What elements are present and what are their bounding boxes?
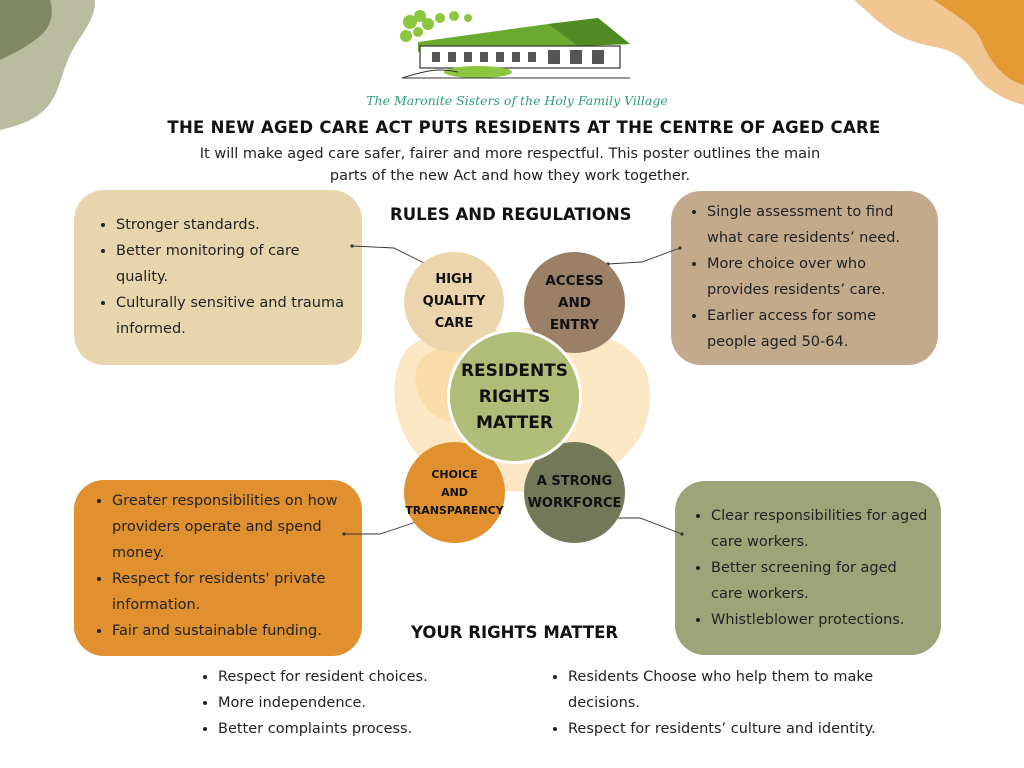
- circle-label: ENTRY: [549, 316, 600, 333]
- workforce-box: Clear responsibilities for aged care wor…: [675, 481, 941, 655]
- access-list: Single assessment to find what care resi…: [685, 199, 924, 355]
- access-box: Single assessment to find what care resi…: [671, 191, 938, 365]
- choice-list: Greater responsibilities on how provider…: [90, 488, 352, 644]
- list-item: Respect for resident choices.: [218, 664, 518, 690]
- circle-label: RIGHTS: [478, 386, 551, 407]
- list-item: Better complaints process.: [218, 716, 518, 742]
- circle-label: MATTER: [475, 412, 554, 433]
- connector-choice: [344, 517, 429, 535]
- intro-text: It will make aged care safer, fairer and…: [199, 146, 821, 184]
- list-item: Greater responsibilities on how provider…: [112, 488, 352, 566]
- circle-label: ACCESS: [545, 272, 604, 289]
- circle-high-quality-care: HIGH QUALITY CARE: [404, 252, 504, 352]
- list-item: Fair and sustainable funding.: [112, 618, 352, 644]
- choice-box: Greater responsibilities on how provider…: [74, 480, 362, 656]
- list-item: Clear responsibilities for aged care wor…: [711, 503, 931, 555]
- corner-blob-top-left: [0, 0, 96, 130]
- circle-strong-workforce: A STRONG WORKFORCE: [524, 442, 625, 543]
- circle-label: HIGH: [435, 272, 473, 287]
- rules-heading: RULES AND REGULATIONS: [390, 205, 632, 224]
- quality-list: Stronger standards. Better monitoring of…: [94, 212, 346, 342]
- circle-label: CARE: [434, 316, 474, 331]
- list-item: Residents Choose who help them to make d…: [568, 664, 920, 716]
- circle-label: CHOICE: [431, 467, 478, 481]
- circle-residents-rights-matter: RESIDENTS RIGHTS MATTER: [447, 329, 582, 464]
- list-item: Whistleblower protections.: [711, 607, 931, 633]
- quality-box: Stronger standards. Better monitoring of…: [74, 190, 362, 365]
- connector-quality: [351, 245, 433, 268]
- corner-blob-top-right: [854, 0, 1024, 105]
- circle-label: TRANSPARENCY: [405, 503, 504, 517]
- list-item: More choice over who provides residents’…: [707, 251, 924, 303]
- list-item: Better screening for aged care workers.: [711, 555, 931, 607]
- circle-label: QUALITY: [422, 294, 486, 309]
- list-item: Better monitoring of care quality.: [116, 238, 346, 290]
- list-item: Earlier access for some people aged 50-6…: [707, 303, 924, 355]
- circle-label: RESIDENTS: [460, 360, 569, 381]
- circle-label: A STRONG: [536, 473, 613, 489]
- circle-label: AND: [441, 485, 468, 499]
- list-item: Single assessment to find what care resi…: [707, 199, 924, 251]
- list-item: Respect for residents' private informati…: [112, 566, 352, 618]
- circle-label: WORKFORCE: [527, 495, 622, 511]
- rights-heading: YOUR RIGHTS MATTER: [411, 623, 619, 642]
- organisation-tagline: The Maronite Sisters of the Holy Family …: [366, 93, 668, 108]
- list-item: Culturally sensitive and trauma informed…: [116, 290, 346, 342]
- list-item: Stronger standards.: [116, 212, 346, 238]
- circle-label: AND: [558, 294, 591, 311]
- rights-list-right: Residents Choose who help them to make d…: [548, 664, 920, 742]
- list-item: More independence.: [218, 690, 518, 716]
- connector-access: [607, 247, 681, 265]
- workforce-list: Clear responsibilities for aged care wor…: [689, 503, 931, 633]
- rights-list-left: Respect for resident choices. More indep…: [198, 664, 518, 742]
- page-title: THE NEW AGED CARE ACT PUTS RESIDENTS AT …: [167, 118, 881, 137]
- list-item: Respect for residents’ culture and ident…: [568, 716, 920, 742]
- village-building-logo: [400, 10, 630, 79]
